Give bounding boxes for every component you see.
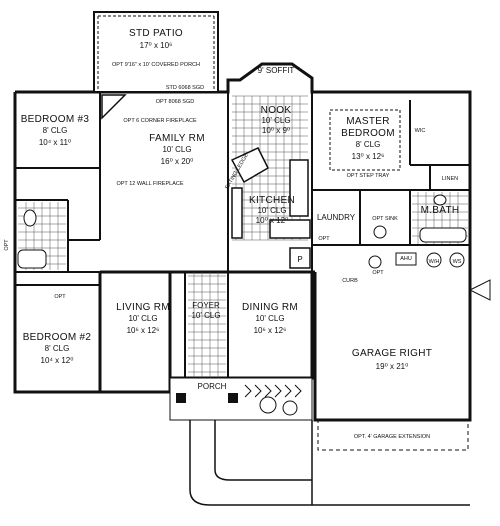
patio-note: OPT 9'16" x 10' COVERED PORCH [112,62,200,68]
pantry-label: P [297,255,302,264]
kitchen-clg: 10' CLG [257,206,286,215]
wh-label: W/H [429,259,440,265]
nook-name: NOOK [261,105,292,116]
opt-wh-label: OPT [372,270,384,276]
family-name: FAMILY RM [149,133,205,144]
porch-area [169,377,313,421]
opt-left-label: OPT [4,239,10,251]
bed3-clg: 8' CLG [43,126,68,135]
room-labels: STD PATIO 17⁰ x 10⁶ OPT 9'16" x 10' COVE… [21,28,460,440]
porch-name: PORCH [198,382,227,391]
garage-dim: 19⁰ x 21⁰ [376,362,409,371]
bed3-dim: 10⁴ x 11⁰ [39,138,71,147]
garage-name: GARAGE RIGHT [352,348,432,359]
bed2-clg: 8' CLG [45,344,70,353]
linen-label: LINEN [442,176,458,182]
tile-floor-foyer [188,272,226,378]
master-dim: 13⁰ x 12⁶ [352,152,385,161]
walkway [189,420,470,506]
opt-bed-label: OPT [54,294,66,300]
opt-laundry-label: OPT [318,236,330,242]
living-dim: 10⁶ x 12⁶ [127,326,160,335]
utility-symbols [368,252,465,269]
garage-extension-outline [317,419,469,451]
kitchen-name: KITCHEN [249,195,295,206]
bed3-name: BEDROOM #3 [21,114,90,125]
wic-label: WIC [415,128,426,134]
living-clg: 10' CLG [128,314,157,323]
nook-soffit: 9' SOFFIT [258,66,295,75]
family-clg: 10' CLG [162,145,191,154]
family-opt-corner-fp: OPT 6 CORNER FIREPLACE [123,118,197,124]
dining-clg: 10' CLG [255,314,284,323]
interior-walls [15,92,470,378]
garage-ext: OPT. 4' GARAGE EXTENSION [354,434,430,440]
ws-label: WS [453,259,462,265]
family-opt-sgd: OPT 8068 SGD [156,99,194,105]
family-opt-wall-fp: OPT 12 WALL FIREPLACE [116,181,183,187]
fireplace [101,94,127,120]
laundry-name: LAUNDRY [317,213,356,222]
bed2-dim: 10⁴ x 12⁰ [41,356,74,365]
nook-dim: 10⁰ x 9⁰ [262,126,290,135]
bed2-name: BEDROOM #2 [23,332,92,343]
step-tray-outline [329,109,401,171]
patio-name: STD PATIO [129,28,183,39]
kitchen-dim: 10⁰ x 12⁰ [256,216,289,225]
small-labels: WIC LINEN OPT SINK P CURB OPT OPT OPT AH… [4,128,462,300]
master-tray: OPT STEP TRAY [347,173,390,179]
mbath-name: M.BATH [421,205,460,216]
family-dim: 16⁰ x 20⁰ [161,157,194,166]
master-clg: 8' CLG [356,140,381,149]
curb-label: CURB [342,278,358,284]
patio-area [93,11,219,93]
kitchen-counters [230,147,311,239]
nook-clg: 10' CLG [261,116,290,125]
garage-side-door [468,279,491,301]
opt-sink-label: OPT SINK [372,216,398,222]
dining-dim: 10⁶ x 12⁶ [254,326,287,335]
foyer-name: FOYER [192,301,220,310]
living-name: LIVING RM [116,302,170,313]
ahu-label: AHU [400,256,412,262]
bath-fixtures [17,194,467,269]
master-name: MASTER [346,116,389,127]
patio-dim: 17⁰ x 10⁶ [140,41,173,50]
dining-name: DINING RM [242,302,298,313]
master-name2: BEDROOM [341,128,395,139]
foyer-clg: 10' CLG [191,311,220,320]
patio-door: STD 6068 SGD [166,85,204,91]
